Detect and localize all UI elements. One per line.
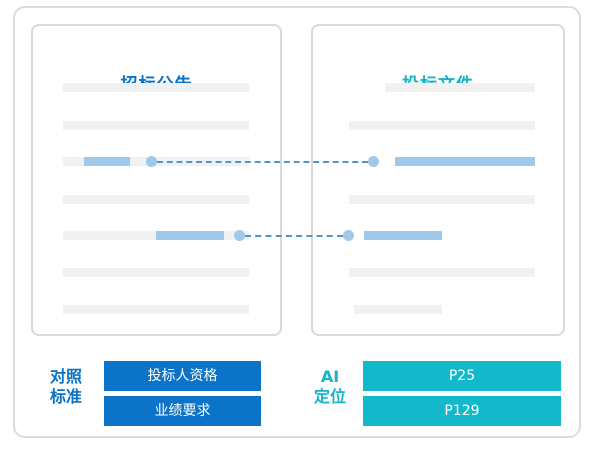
bid-file-doc: 投标文件: [311, 24, 565, 336]
text-line: [354, 305, 442, 314]
highlighted-clause-right-2: [364, 231, 442, 240]
page-ref-p129: P129: [363, 396, 561, 426]
text-line: [63, 83, 249, 92]
connector-line-2: [245, 235, 343, 237]
text-line: [63, 305, 249, 314]
connector-dot: [343, 230, 354, 241]
connector-dot: [368, 156, 379, 167]
highlighted-clause-left-2: [156, 231, 224, 240]
connector-line-1: [157, 161, 368, 163]
highlighted-clause-right-1: [395, 157, 535, 166]
tender-announcement-doc: 招标公告: [31, 24, 282, 336]
text-line: [385, 83, 535, 92]
text-line: [349, 121, 535, 130]
connector-dot: [234, 230, 245, 241]
comparison-criteria-label: 对照 标准: [49, 367, 82, 406]
text-line: [63, 121, 249, 130]
highlighted-clause-left-1: [84, 157, 130, 166]
criteria-bidder-qualification: 投标人资格: [104, 361, 261, 391]
text-line: [63, 268, 249, 277]
connector-dot: [146, 156, 157, 167]
criteria-performance-requirement: 业绩要求: [104, 396, 261, 426]
text-line: [349, 195, 535, 204]
ai-location-label: AI 定位: [313, 367, 346, 406]
text-line: [349, 268, 535, 277]
text-line: [63, 195, 249, 204]
page-ref-p25: P25: [363, 361, 561, 391]
